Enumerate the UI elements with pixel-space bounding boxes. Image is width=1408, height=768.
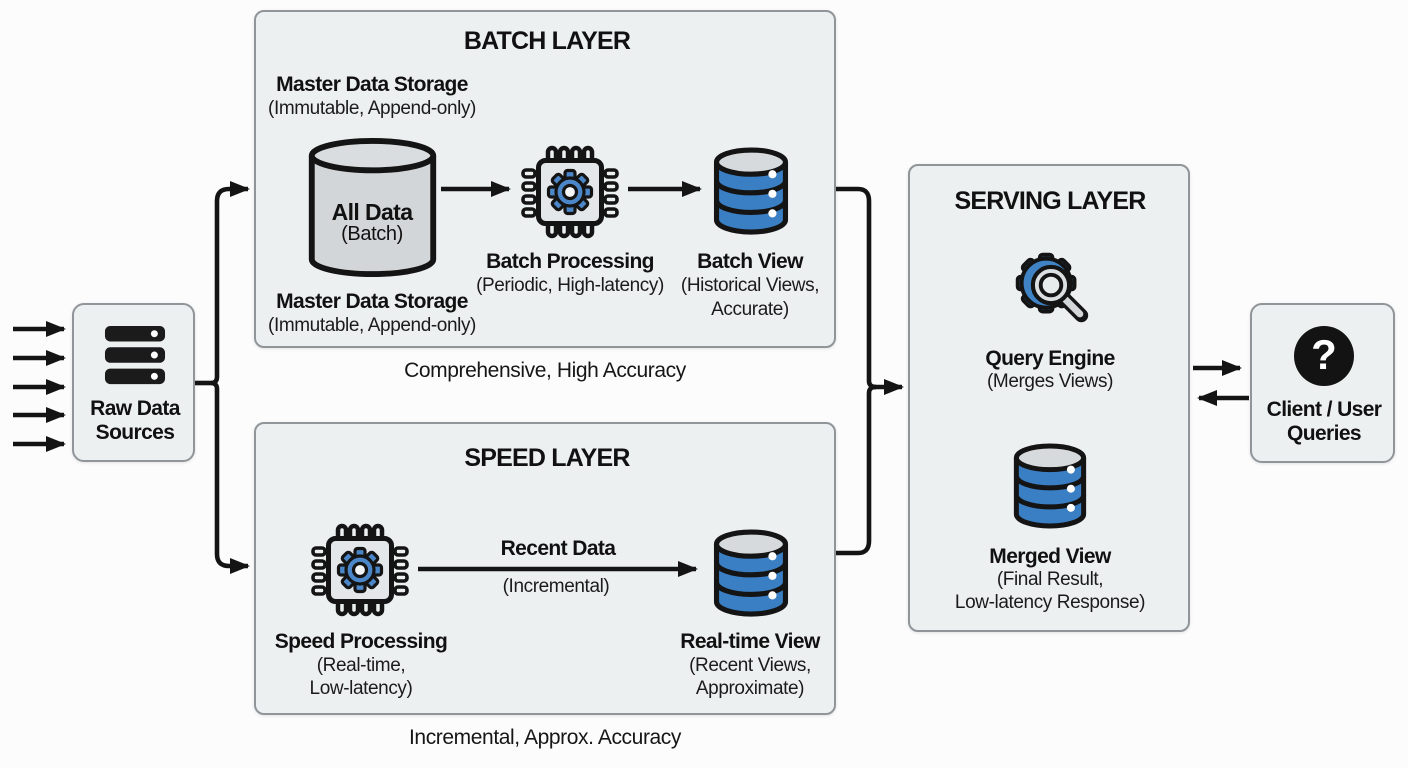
cpu-chip-gear-icon bbox=[311, 523, 409, 617]
gear-magnifier-icon bbox=[1015, 252, 1089, 323]
database-stack-icon bbox=[713, 529, 789, 617]
speed-to-serving-connector bbox=[836, 384, 877, 556]
client-user-queries-label-2: Queries bbox=[1286, 422, 1362, 445]
speed-layer-caption: Incremental, Approx. Accuracy bbox=[408, 726, 682, 749]
question-mark-icon: ? bbox=[1294, 326, 1354, 386]
all-data-sublabel: (Batch) bbox=[341, 223, 403, 245]
speed-processing-label: Speed Processing bbox=[274, 630, 448, 653]
master-data-storage-bottom-label: Master Data Storage bbox=[276, 290, 468, 313]
database-cylinder-icon bbox=[308, 137, 437, 278]
batch-layer-caption: Comprehensive, High Accuracy bbox=[404, 359, 686, 382]
recent-data-flow-sublabel: (Incremental) bbox=[502, 576, 610, 597]
raw-data-sources-panel: Raw Data Sources bbox=[72, 303, 195, 462]
cpu-chip-gear-icon bbox=[521, 145, 619, 239]
master-data-storage-top-sublabel: (Immutable, Append-only) bbox=[268, 98, 476, 119]
raw-to-speed-connector bbox=[210, 380, 250, 574]
master-data-storage-bottom-sublabel: (Immutable, Append-only) bbox=[268, 315, 476, 336]
speed-layer-title: SPEED LAYER bbox=[464, 444, 630, 472]
batch-processing-label: Batch Processing bbox=[486, 250, 654, 273]
merged-view-label: Merged View bbox=[989, 545, 1111, 568]
query-engine-sublabel: (Merges Views) bbox=[986, 371, 1114, 392]
realtime-view-sublabel-2: Approximate) bbox=[695, 678, 805, 699]
all-data-label: All Data bbox=[331, 199, 413, 225]
server-stack-icon bbox=[104, 325, 166, 385]
batch-to-serving-connector bbox=[836, 186, 877, 390]
batch-view-sublabel-2: Accurate) bbox=[711, 299, 789, 320]
speed-layer-panel: SPEED LAYER bbox=[254, 422, 836, 715]
realtime-view-label: Real-time View bbox=[680, 630, 820, 653]
client-user-queries-panel: ? Client / User Queries bbox=[1250, 303, 1395, 463]
realtime-view-sublabel-1: (Recent Views, bbox=[689, 655, 811, 676]
master-data-storage-top-label: Master Data Storage bbox=[276, 73, 468, 96]
batch-processing-sublabel: (Periodic, High-latency) bbox=[476, 275, 664, 296]
query-engine-label: Query Engine bbox=[985, 347, 1115, 370]
raw-data-sources-label-2: Sources bbox=[95, 421, 175, 444]
serving-layer-panel: SERVING LAYER Query Engine (Merges Views… bbox=[908, 164, 1190, 632]
raw-to-batch-connector bbox=[210, 181, 250, 386]
speed-processing-sublabel-2: Low-latency) bbox=[309, 678, 413, 699]
batch-layer-title: BATCH LAYER bbox=[463, 27, 631, 55]
merged-view-sublabel-1: (Final Result, bbox=[996, 569, 1104, 590]
merged-view-sublabel-2: Low-latency Response) bbox=[954, 592, 1146, 613]
serving-layer-title: SERVING LAYER bbox=[954, 187, 1146, 215]
database-stack-icon bbox=[713, 147, 789, 235]
batch-view-label: Batch View bbox=[697, 250, 803, 273]
raw-data-sources-label-1: Raw Data bbox=[90, 397, 180, 420]
client-user-queries-label-1: Client / User bbox=[1266, 398, 1382, 421]
batch-layer-panel: BATCH LAYER Master Data Storage (Immutab… bbox=[254, 10, 836, 348]
database-stack-icon bbox=[1013, 443, 1087, 529]
recent-data-flow-label: Recent Data bbox=[500, 537, 616, 560]
speed-processing-sublabel-1: (Real-time, bbox=[316, 655, 406, 676]
batch-view-sublabel-1: (Historical Views, bbox=[680, 275, 820, 296]
